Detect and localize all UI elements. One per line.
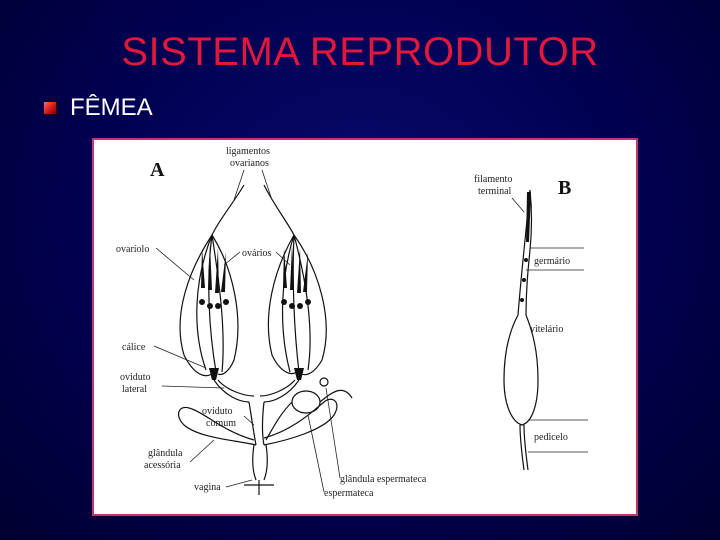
label-pedicelo: pedicelo	[534, 432, 568, 443]
label-oviduto-comum-1: oviduto	[202, 406, 233, 417]
diagram-drawing: A	[116, 146, 588, 499]
slide-title: SISTEMA REPRODUTOR	[121, 30, 599, 74]
panel-a-letter: A	[150, 159, 165, 181]
label-glandula-espermateca: glândula espermateca	[340, 474, 427, 485]
right-ovary	[267, 234, 327, 380]
label-glandula-acessoria-1: glândula	[148, 448, 183, 459]
accessory-gland	[177, 398, 338, 446]
square-bullet-icon	[44, 102, 56, 114]
label-oviduto-comum-2: comum	[206, 418, 236, 429]
bullet-text: FÊMEA	[70, 94, 153, 121]
lateral-oviduct-right	[259, 379, 300, 403]
label-ligamentos-2: ovarianos	[230, 158, 269, 169]
bullet-item: FÊMEA	[44, 94, 153, 122]
ovarian-ligament-right	[263, 184, 295, 236]
lateral-oviduct-left	[213, 379, 255, 403]
reproductive-system-diagram: A	[92, 138, 638, 516]
label-filamento-1: filamento	[474, 174, 512, 185]
common-oviduct	[248, 401, 265, 446]
label-ovariolo: ovaríolo	[116, 244, 149, 255]
label-germario: germário	[534, 256, 570, 267]
label-espermateca: espermateca	[324, 488, 374, 499]
label-filamento-2: terminal	[478, 186, 512, 197]
ovarian-ligament-left	[211, 184, 245, 236]
label-calice: cálice	[122, 342, 146, 353]
label-oviduto-lateral-2: lateral	[122, 384, 147, 395]
left-ovary	[179, 234, 239, 380]
label-ligamentos-1: ligamentos	[226, 146, 270, 157]
label-glandula-acessoria-2: acessória	[144, 460, 181, 471]
spermatheca	[291, 390, 321, 414]
label-oviduto-lateral-1: oviduto	[120, 372, 151, 383]
label-vitelario: vitelário	[530, 324, 563, 335]
label-ovarios: ovários	[242, 248, 272, 259]
label-vagina: vagina	[194, 482, 221, 493]
vagina	[252, 444, 268, 481]
panel-b-letter: B	[558, 177, 571, 199]
